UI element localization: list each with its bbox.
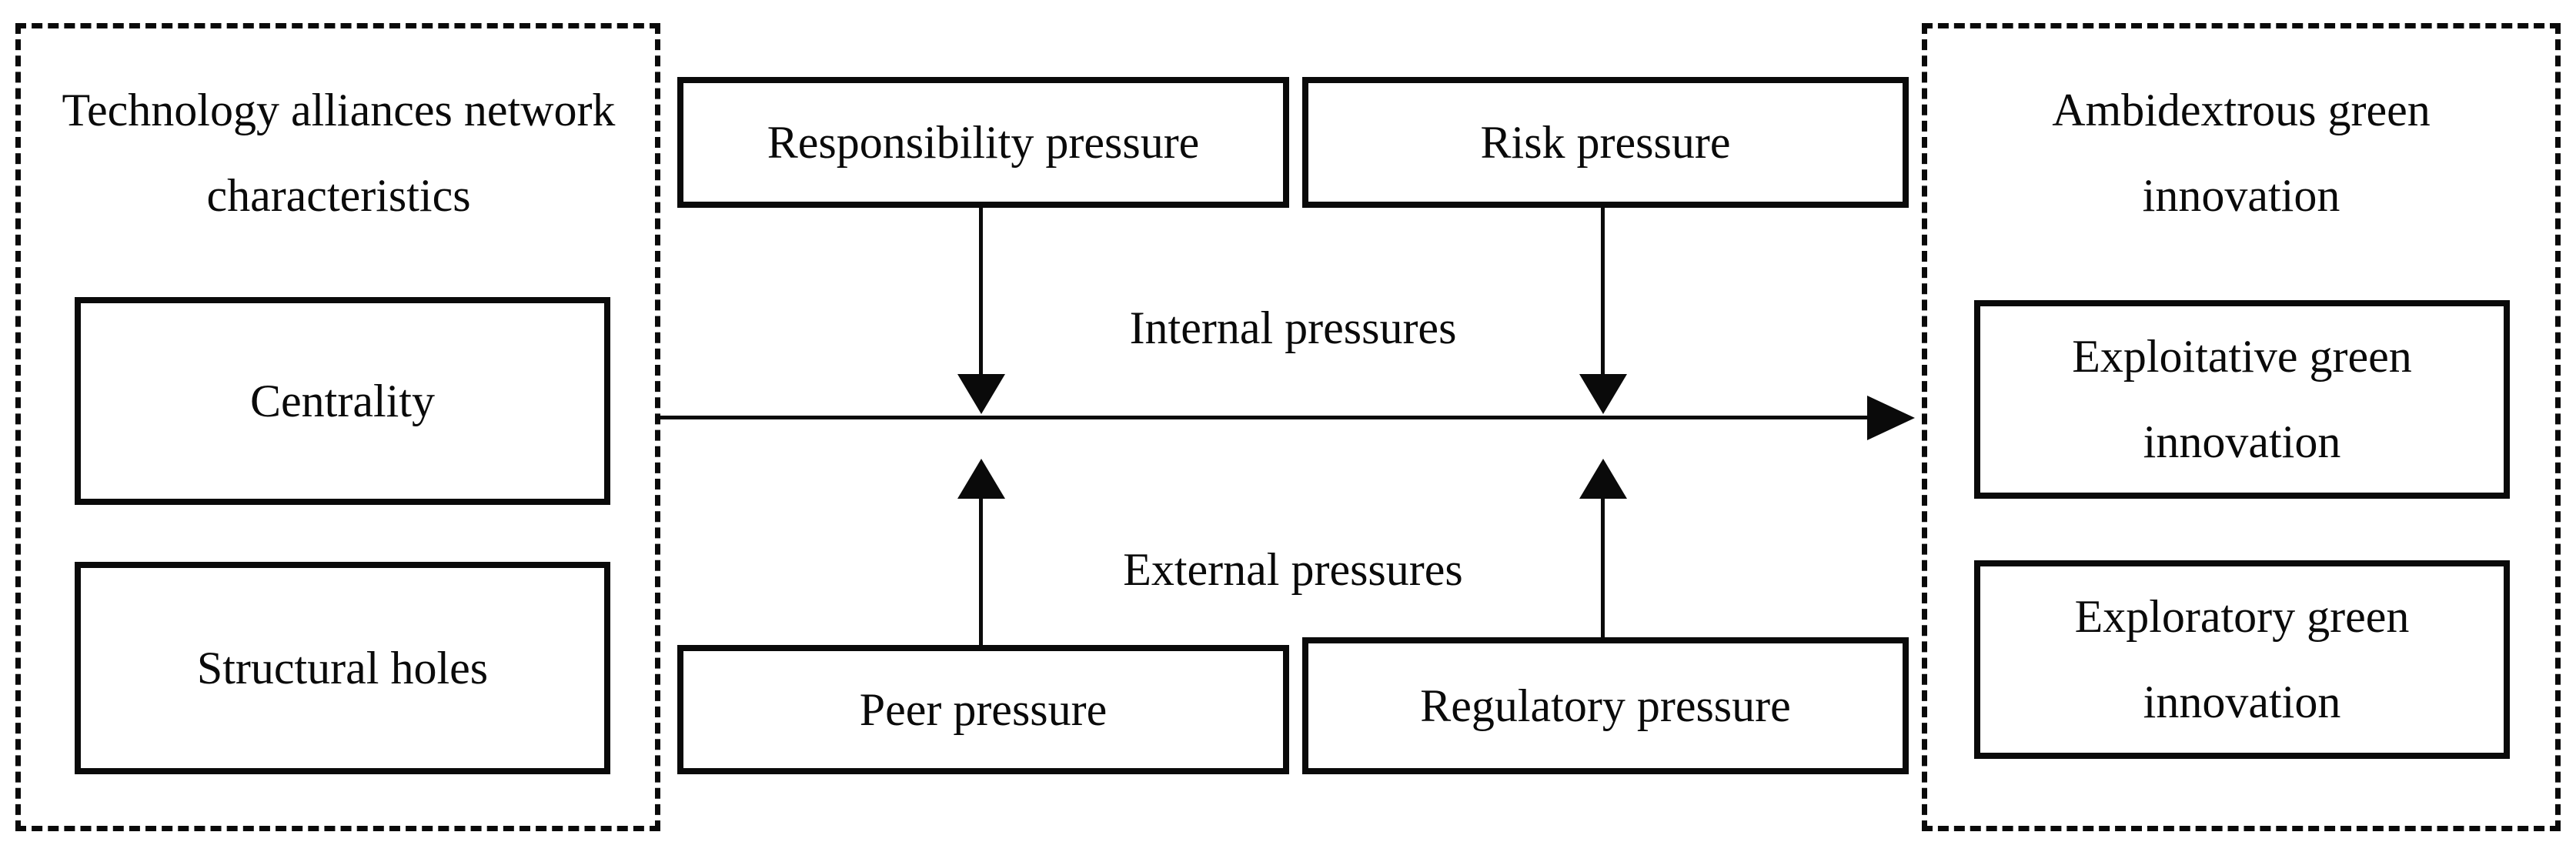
box-risk-pressure: Risk pressure <box>1302 77 1909 208</box>
peer-up-arrowhead <box>957 459 1005 499</box>
box-structural-holes-label: Structural holes <box>196 642 489 693</box>
box-risk-pressure-label: Risk pressure <box>1480 116 1731 168</box>
box-centrality: Centrality <box>75 297 610 505</box>
main-flow-arrowhead <box>1867 396 1915 440</box>
box-regulatory-pressure: Regulatory pressure <box>1302 637 1909 774</box>
peer-up-arrow-line <box>979 499 983 645</box>
left-panel-title: Technology alliances network characteris… <box>62 85 616 221</box>
box-responsibility-pressure: Responsibility pressure <box>677 77 1289 208</box>
risk-down-arrowhead <box>1579 374 1627 414</box>
main-flow-arrow-line <box>660 416 1869 419</box>
right-panel-title: Ambidextrous green innovation <box>2052 85 2431 221</box>
regulatory-up-arrowhead <box>1579 459 1627 499</box>
box-exploratory-green-innovation: Exploratory green innovation <box>1974 560 2510 759</box>
box-exploratory-green-innovation-label: Exploratory green innovation <box>2074 591 2410 727</box>
responsibility-down-arrow-line <box>979 208 983 377</box>
box-exploitative-green-innovation: Exploitative green innovation <box>1974 300 2510 499</box>
internal-pressures-label: Internal pressures <box>1129 302 1457 353</box>
box-exploitative-green-innovation-label: Exploitative green innovation <box>2072 331 2412 467</box>
regulatory-up-arrow-line <box>1601 499 1605 639</box>
responsibility-down-arrowhead <box>957 374 1005 414</box>
box-peer-pressure: Peer pressure <box>677 645 1289 774</box>
external-pressures-label: External pressures <box>1123 544 1463 595</box>
box-regulatory-pressure-label: Regulatory pressure <box>1420 680 1791 731</box>
box-centrality-label: Centrality <box>250 375 435 426</box>
box-responsibility-pressure-label: Responsibility pressure <box>767 116 1200 168</box>
risk-down-arrow-line <box>1601 208 1605 377</box>
box-structural-holes: Structural holes <box>75 562 610 774</box>
box-peer-pressure-label: Peer pressure <box>859 683 1108 735</box>
